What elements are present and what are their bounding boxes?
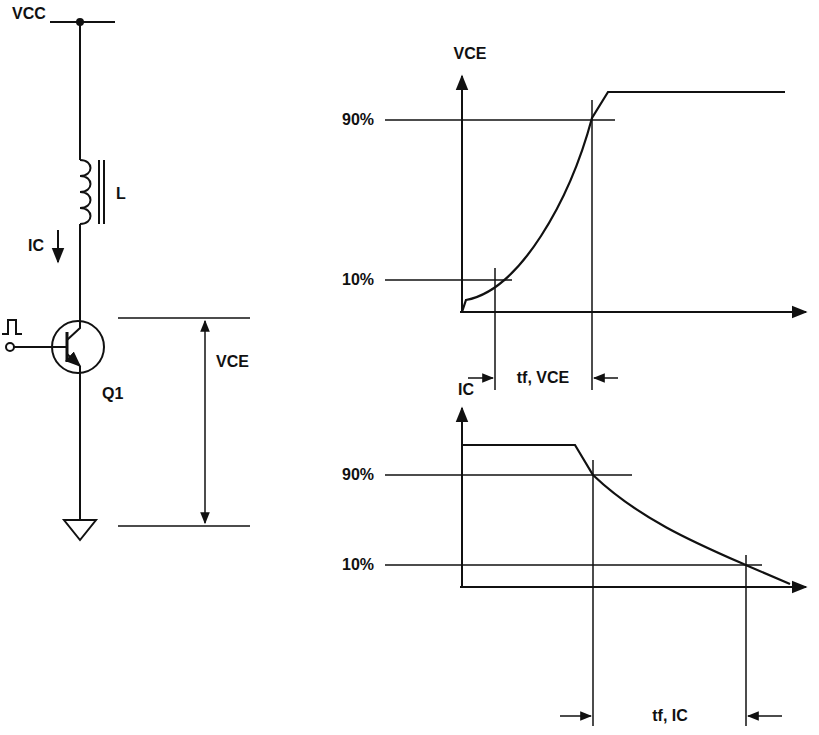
collector-lead	[67, 322, 80, 340]
wire	[79, 22, 81, 160]
inductor-core	[98, 160, 100, 224]
waveform	[462, 92, 785, 312]
time-marker	[745, 555, 747, 726]
ground-symbol	[64, 520, 96, 540]
dimension-line	[118, 525, 250, 527]
level-line	[385, 119, 615, 121]
part-name: L	[114, 185, 128, 203]
level-line	[385, 564, 762, 566]
time-marker	[591, 100, 593, 390]
inductor-symbol	[80, 160, 91, 224]
time-marker	[592, 460, 594, 726]
level-line	[385, 279, 512, 281]
current-arrow	[57, 230, 59, 262]
axis	[460, 586, 806, 588]
level-label: 10%	[340, 271, 376, 289]
supply-label: VCC	[10, 5, 48, 23]
axis	[461, 76, 463, 312]
dimension-line	[118, 317, 250, 319]
dimension-arrow	[748, 715, 782, 717]
base-lead	[14, 346, 67, 348]
axis-label: IC	[456, 381, 476, 399]
level-label: 90%	[340, 466, 376, 484]
dimension-arrow	[204, 321, 206, 523]
input-terminal	[6, 343, 14, 351]
dimension-arrow	[468, 377, 493, 379]
signal-name: VCE	[214, 353, 251, 371]
time-marker	[494, 268, 496, 390]
axis	[460, 311, 806, 313]
emitter-lead	[67, 354, 80, 366]
time-label: tf, VCE	[515, 369, 571, 387]
axis	[461, 408, 463, 587]
wire	[79, 224, 81, 322]
waveform	[462, 445, 790, 584]
part-name: Q1	[100, 385, 125, 403]
time-label: tf, IC	[650, 707, 690, 725]
dimension-arrow	[594, 377, 618, 379]
level-label: 10%	[340, 556, 376, 574]
pulse-symbol	[2, 320, 22, 334]
inductor-core	[103, 160, 105, 224]
axis-label: VCE	[452, 45, 489, 63]
level-label: 90%	[340, 111, 376, 129]
dimension-arrow	[560, 715, 591, 717]
signal-name: IC	[26, 237, 46, 255]
wire	[79, 366, 81, 520]
